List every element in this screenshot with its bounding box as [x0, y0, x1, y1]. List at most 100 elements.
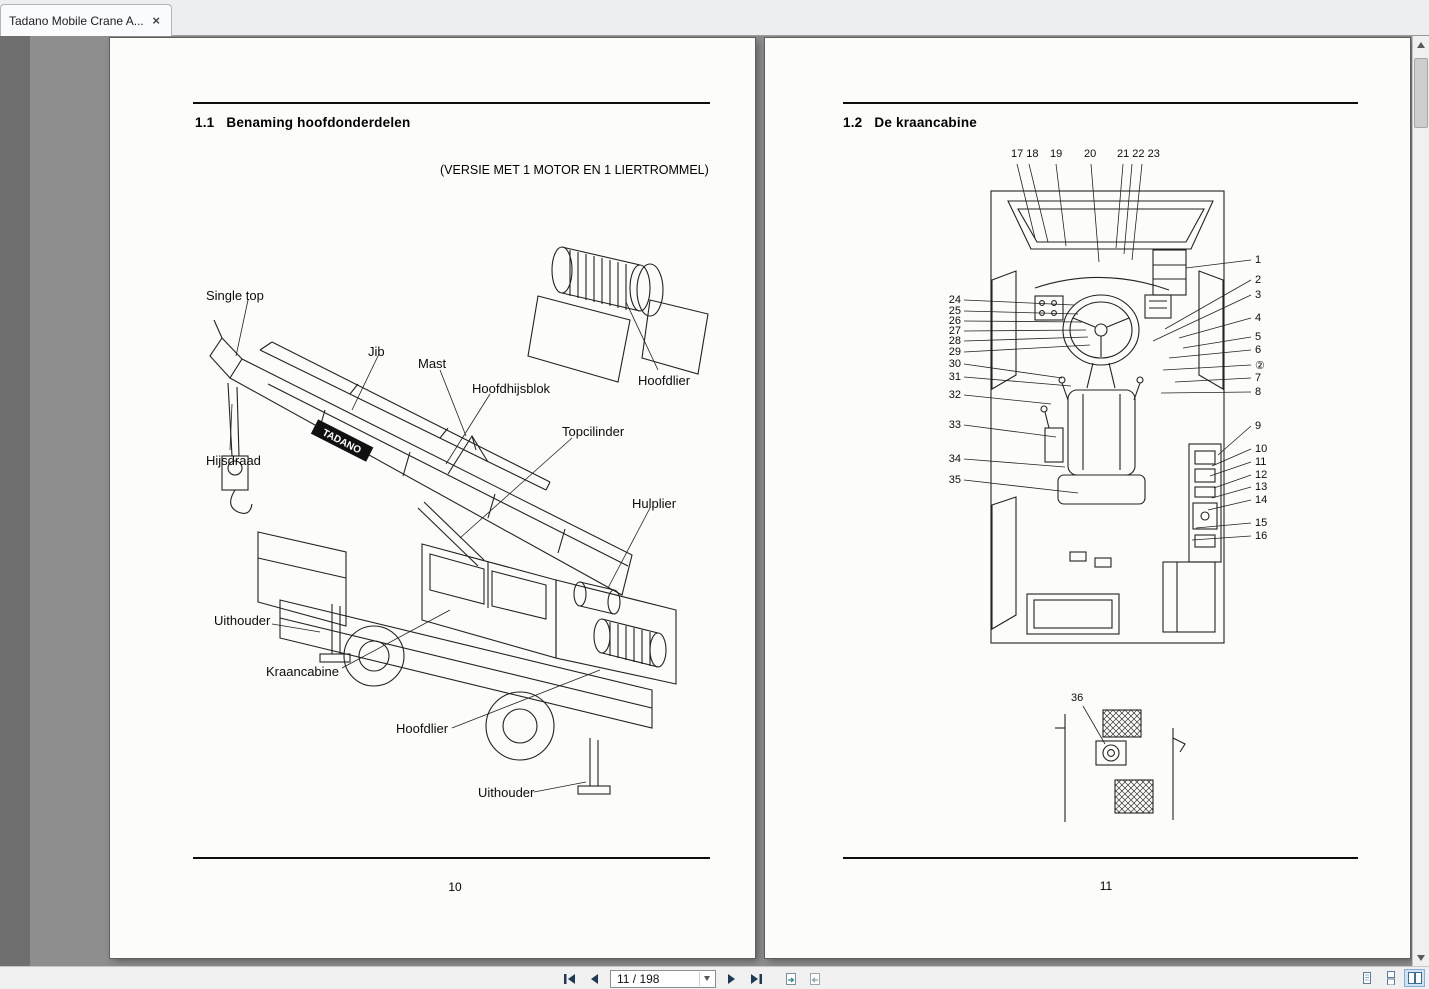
- next-view-button[interactable]: [806, 970, 824, 987]
- page-dropdown-button[interactable]: [699, 971, 714, 986]
- page-indicator-value: 11 / 198: [617, 971, 660, 986]
- page-10: 1.1 Benaming hoofdonderdelen (VERSIE MET…: [110, 38, 755, 958]
- last-page-icon: [751, 973, 762, 984]
- callout-circled: ②: [1255, 360, 1265, 372]
- bottom-rule: [843, 857, 1358, 859]
- previous-page-icon: [591, 973, 598, 984]
- callout-7: 7: [1255, 372, 1262, 384]
- callout-21-22-23: 21 22 23: [1117, 148, 1160, 160]
- callout-11: 11: [1255, 456, 1267, 468]
- top-rule: [843, 102, 1358, 104]
- part-label-jib: Jib: [368, 344, 385, 359]
- arrow-up-icon: [1417, 41, 1425, 48]
- svg-text:TADANO: TADANO: [320, 427, 363, 456]
- next-page-icon: [728, 973, 735, 984]
- callout-9: 9: [1255, 420, 1262, 432]
- bottom-rule: [193, 857, 710, 859]
- section-number: 1.2: [843, 115, 863, 130]
- callout-1: 1: [1255, 254, 1262, 266]
- part-label-hijsdraad: Hijsdraad: [206, 453, 261, 468]
- section-title: Benaming hoofdonderdelen: [226, 115, 411, 130]
- top-rule: [193, 102, 710, 104]
- tab-close-icon[interactable]: ×: [152, 13, 160, 28]
- canvas-left-strip: [0, 36, 30, 966]
- callout-19: 19: [1050, 148, 1063, 160]
- facing-pages-layout-icon: [1407, 972, 1422, 984]
- callout-29: 29: [948, 346, 961, 358]
- section-heading: 1.2 De kraancabine: [843, 115, 977, 130]
- callout-33: 33: [948, 419, 961, 431]
- callout-17-18: 17 18: [1011, 148, 1039, 160]
- callout-25: 25: [948, 305, 961, 317]
- continuous-layout-button[interactable]: [1380, 969, 1401, 987]
- callout-8: 8: [1255, 386, 1262, 398]
- facing-pages-layout-button[interactable]: [1404, 969, 1425, 987]
- tadano-logo: TADANO: [310, 419, 374, 462]
- callout-30: 30: [948, 358, 961, 370]
- continuous-layout-icon: [1386, 971, 1395, 985]
- variant-note: (VERSIE MET 1 MOTOR EN 1 LIERTROMMEL): [440, 163, 709, 177]
- single-page-layout-icon: [1362, 972, 1371, 984]
- callout-32: 32: [948, 389, 961, 401]
- part-label-single-top: Single top: [206, 288, 264, 303]
- callout-14: 14: [1255, 494, 1268, 506]
- callout-3: 3: [1255, 289, 1262, 301]
- status-bar: 11 / 198: [0, 966, 1429, 989]
- callout-36: 36: [1071, 692, 1084, 704]
- tab-bar: Tadano Mobile Crane A... ×: [0, 0, 1429, 36]
- callout-6: 6: [1255, 344, 1262, 356]
- vertical-scrollbar[interactable]: [1412, 36, 1429, 966]
- arrow-down-icon: [1417, 954, 1425, 961]
- callout-35: 35: [948, 474, 961, 486]
- page-number: 10: [448, 880, 462, 894]
- chevron-down-icon: [704, 976, 710, 981]
- page-layout-controls: [1356, 969, 1425, 987]
- callout-2: 2: [1255, 274, 1262, 286]
- part-label-hoofdlier-inset: Hoofdlier: [638, 373, 691, 388]
- callout-4: 4: [1255, 312, 1262, 324]
- part-label-uithouder-left: Uithouder: [214, 613, 271, 628]
- section-heading: 1.1 Benaming hoofdonderdelen: [195, 115, 410, 130]
- single-page-layout-button[interactable]: [1356, 969, 1377, 987]
- part-label-uithouder-rear: Uithouder: [478, 785, 535, 800]
- callout-28: 28: [948, 335, 961, 347]
- callout-15: 15: [1255, 517, 1268, 529]
- scroll-down-button[interactable]: [1413, 949, 1429, 966]
- document-canvas[interactable]: 1.1 Benaming hoofdonderdelen (VERSIE MET…: [0, 36, 1412, 966]
- page-number-input[interactable]: 11 / 198: [610, 969, 716, 988]
- part-label-kraancabine: Kraancabine: [266, 664, 339, 679]
- part-label-mast: Mast: [418, 356, 447, 371]
- section-number: 1.1: [195, 115, 215, 130]
- callout-16: 16: [1255, 530, 1268, 542]
- previous-page-button[interactable]: [585, 970, 603, 987]
- next-page-button[interactable]: [723, 970, 741, 987]
- callout-31: 31: [948, 371, 961, 383]
- page-11: 1.2 De kraancabine: [765, 38, 1410, 958]
- callout-5: 5: [1255, 331, 1262, 343]
- previous-view-button[interactable]: [781, 970, 799, 987]
- document-tab[interactable]: Tadano Mobile Crane A... ×: [0, 4, 172, 36]
- callout-13: 13: [1255, 481, 1268, 493]
- part-label-hoofdhijsblok: Hoofdhijsblok: [472, 381, 551, 396]
- tab-title: Tadano Mobile Crane A...: [9, 13, 144, 28]
- section-title: De kraancabine: [874, 115, 977, 130]
- callout-26: 26: [948, 315, 961, 327]
- page-navigation: 11 / 198: [560, 969, 824, 988]
- callout-24: 24: [948, 294, 961, 306]
- first-page-button[interactable]: [560, 970, 578, 987]
- callout-12: 12: [1255, 469, 1268, 481]
- part-label-topcilinder: Topcilinder: [562, 424, 625, 439]
- callout-27: 27: [948, 325, 961, 337]
- callout-20: 20: [1084, 148, 1097, 160]
- scrollbar-thumb[interactable]: [1414, 58, 1428, 128]
- cab-diagram: [963, 163, 1252, 822]
- scroll-up-button[interactable]: [1413, 36, 1429, 53]
- page-number: 11: [1099, 879, 1113, 893]
- first-page-icon: [564, 973, 575, 984]
- callout-34: 34: [948, 453, 961, 465]
- previous-view-icon: [785, 972, 796, 985]
- part-label-hulplier: Hulplier: [632, 496, 677, 511]
- last-page-button[interactable]: [748, 970, 766, 987]
- next-view-icon: [809, 972, 820, 985]
